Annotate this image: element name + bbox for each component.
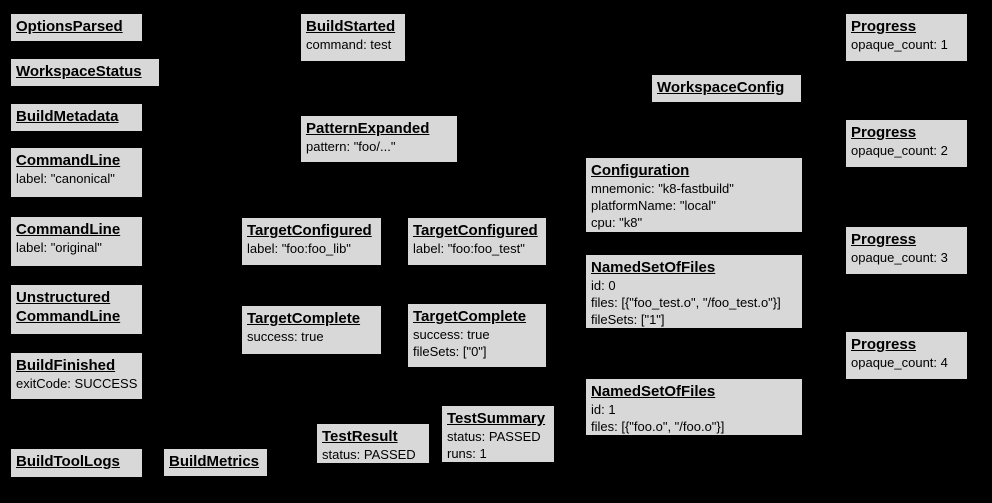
node-title: BuildToolLogs: [16, 453, 120, 470]
node-named-set-of-files-0: NamedSetOfFiles id: 0 files: [{"foo_test…: [585, 254, 803, 329]
node-body: opaque_count: 4: [851, 355, 948, 370]
node-progress-3: Progress opaque_count: 3: [845, 226, 968, 275]
node-title: NamedSetOfFiles: [591, 259, 716, 276]
node-pattern-expanded: PatternExpanded pattern: "foo/...": [300, 115, 458, 163]
node-body: pattern: "foo/...": [306, 139, 396, 154]
node-body: opaque_count: 3: [851, 250, 948, 265]
node-target-complete-foo-test: TargetComplete success: true fileSets: […: [407, 303, 547, 368]
node-body: success: true fileSets: ["0"]: [413, 327, 490, 359]
node-target-configured-foo-test: TargetConfigured label: "foo:foo_test": [407, 217, 547, 266]
node-body: label: "canonical": [16, 171, 115, 186]
node-test-summary: TestSummary status: PASSED runs: 1: [441, 405, 555, 463]
node-title: PatternExpanded: [306, 120, 430, 137]
node-title: Progress: [851, 18, 917, 35]
node-progress-2: Progress opaque_count: 2: [845, 119, 968, 168]
node-title: WorkspaceConfig: [657, 79, 785, 96]
node-body: label: "foo:foo_lib": [247, 241, 351, 256]
node-body: status: PASSED runs: 1: [447, 429, 541, 461]
node-title: Progress: [851, 231, 917, 248]
node-title: OptionsParsed: [16, 18, 123, 35]
node-body: opaque_count: 1: [851, 37, 948, 52]
node-title: BuildStarted: [306, 18, 396, 35]
node-title: Progress: [851, 124, 917, 141]
node-command-line-canonical: CommandLine label: "canonical": [10, 147, 143, 198]
node-body: exitCode: SUCCESS: [16, 376, 138, 391]
node-target-complete-foo-lib: TargetComplete success: true: [241, 305, 382, 355]
node-body: id: 0 files: [{"foo_test.o", "/foo_test.…: [591, 278, 781, 327]
node-build-metrics: BuildMetrics: [163, 448, 268, 477]
node-title: TargetComplete: [413, 308, 527, 325]
node-title: Unstructured CommandLine: [16, 289, 121, 325]
node-workspace-config: WorkspaceConfig: [651, 74, 802, 103]
node-title: NamedSetOfFiles: [591, 383, 716, 400]
node-build-finished: BuildFinished exitCode: SUCCESS: [10, 352, 143, 400]
node-title: TargetConfigured: [413, 222, 538, 239]
node-options-parsed: OptionsParsed: [10, 13, 143, 42]
node-body: success: true: [247, 329, 324, 344]
node-command-line-original: CommandLine label: "original": [10, 216, 143, 267]
node-body: label: "foo:foo_test": [413, 241, 525, 256]
node-workspace-status: WorkspaceStatus: [10, 58, 160, 87]
node-title: TestResult: [322, 428, 398, 445]
node-title: BuildMetrics: [169, 453, 260, 470]
node-body: id: 1 files: [{"foo.o", "/foo.o"}]: [591, 402, 725, 434]
node-title: TargetConfigured: [247, 222, 372, 239]
node-test-result: TestResult status: PASSED: [316, 423, 430, 464]
node-title: Configuration: [591, 162, 690, 179]
node-title: Progress: [851, 336, 917, 353]
node-title: CommandLine: [16, 152, 121, 169]
node-target-configured-foo-lib: TargetConfigured label: "foo:foo_lib": [241, 217, 382, 266]
node-body: status: PASSED: [322, 447, 416, 462]
node-title: WorkspaceStatus: [16, 63, 142, 80]
node-build-tool-logs: BuildToolLogs: [10, 448, 143, 478]
node-title: CommandLine: [16, 221, 121, 238]
node-title: BuildFinished: [16, 357, 116, 374]
node-build-metadata: BuildMetadata: [10, 103, 143, 132]
node-progress-4: Progress opaque_count: 4: [845, 331, 968, 380]
node-body: opaque_count: 2: [851, 143, 948, 158]
node-configuration: Configuration mnemonic: "k8-fastbuild" p…: [585, 157, 803, 233]
node-title: TargetComplete: [247, 310, 361, 327]
node-build-started: BuildStarted command: test: [300, 13, 406, 62]
node-title: BuildMetadata: [16, 108, 119, 125]
node-unstructured-command-line: Unstructured CommandLine: [10, 284, 143, 335]
node-body: command: test: [306, 37, 392, 52]
node-title: TestSummary: [447, 410, 546, 427]
node-progress-1: Progress opaque_count: 1: [845, 13, 968, 62]
node-body: mnemonic: "k8-fastbuild" platformName: "…: [591, 181, 734, 230]
node-body: label: "original": [16, 240, 102, 255]
node-named-set-of-files-1: NamedSetOfFiles id: 1 files: [{"foo.o", …: [585, 378, 803, 436]
